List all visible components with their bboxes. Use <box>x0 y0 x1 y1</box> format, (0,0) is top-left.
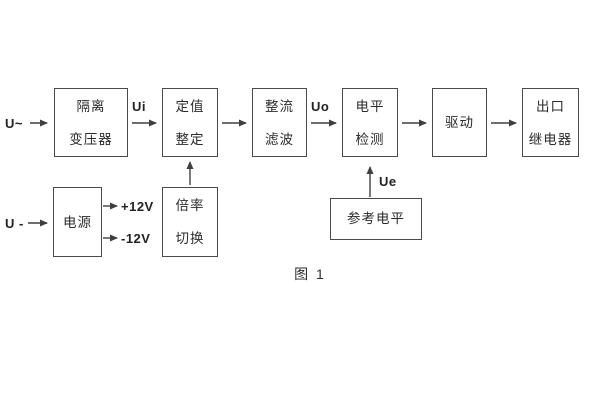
label-input-ac: U~ <box>5 116 23 131</box>
label-uo: Uo <box>311 99 330 114</box>
box-label: 电平 <box>355 98 385 114</box>
box-label: 电源 <box>63 214 92 230</box>
box-label: 变压器 <box>69 131 113 147</box>
figure-caption: 图 1 <box>294 266 326 282</box>
box-setting-adjust: 定值 整定 <box>162 88 218 157</box>
label-input-dc: U - <box>5 216 24 231</box>
box-ratio-switch: 倍率 切换 <box>162 187 218 257</box>
box-label: 继电器 <box>528 131 573 147</box>
box-power-supply: 电源 <box>53 187 102 257</box>
box-level-detector: 电平 检测 <box>342 88 398 157</box>
box-isolation-transformer: 隔离 变压器 <box>54 88 128 157</box>
box-label: 检测 <box>355 131 385 147</box>
box-label: 出口 <box>536 98 565 114</box>
box-driver: 驱动 <box>432 88 487 157</box>
box-output-relay: 出口 继电器 <box>522 88 579 157</box>
label-plus-12v: +12V <box>121 199 154 214</box>
box-reference-level: 参考电平 <box>330 198 422 240</box>
box-label: 驱动 <box>445 115 474 130</box>
box-label: 切换 <box>175 231 205 246</box>
box-rectifier-filter: 整流 滤波 <box>252 88 307 157</box>
label-ue: Ue <box>379 174 397 189</box>
box-label: 隔离 <box>76 98 106 114</box>
box-label: 倍率 <box>175 198 205 213</box>
label-ui: Ui <box>132 99 146 114</box>
box-label: 参考电平 <box>347 211 405 226</box>
box-label: 整流 <box>265 98 294 114</box>
box-label: 滤波 <box>265 131 294 147</box>
box-label: 整定 <box>175 131 205 147</box>
box-label: 定值 <box>175 98 205 114</box>
label-minus-12v: -12V <box>121 231 151 246</box>
